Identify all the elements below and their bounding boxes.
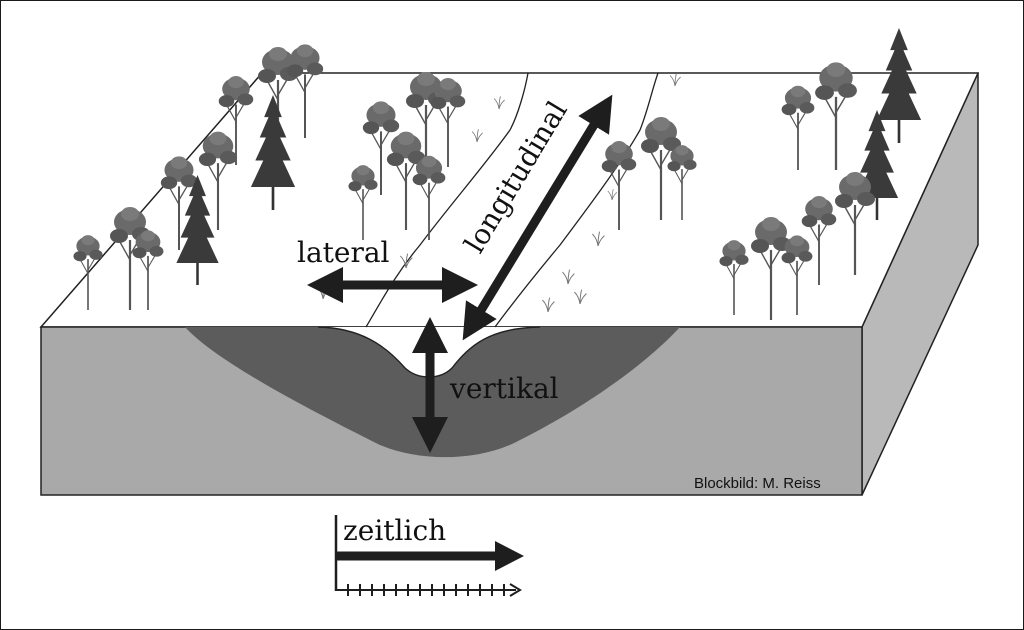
double-arrow-icon <box>462 94 613 341</box>
time-arrow-head <box>495 541 524 571</box>
temporal-label: zeitlich <box>343 514 446 547</box>
vertical-label: vertikal <box>449 372 559 405</box>
lateral-label: lateral <box>297 236 390 269</box>
credit-label: Blockbild: M. Reiss <box>694 475 821 492</box>
longitudinal-arrow <box>462 94 613 341</box>
time-axis: zeitlich <box>334 514 524 597</box>
time-axis-ticks <box>347 584 505 596</box>
